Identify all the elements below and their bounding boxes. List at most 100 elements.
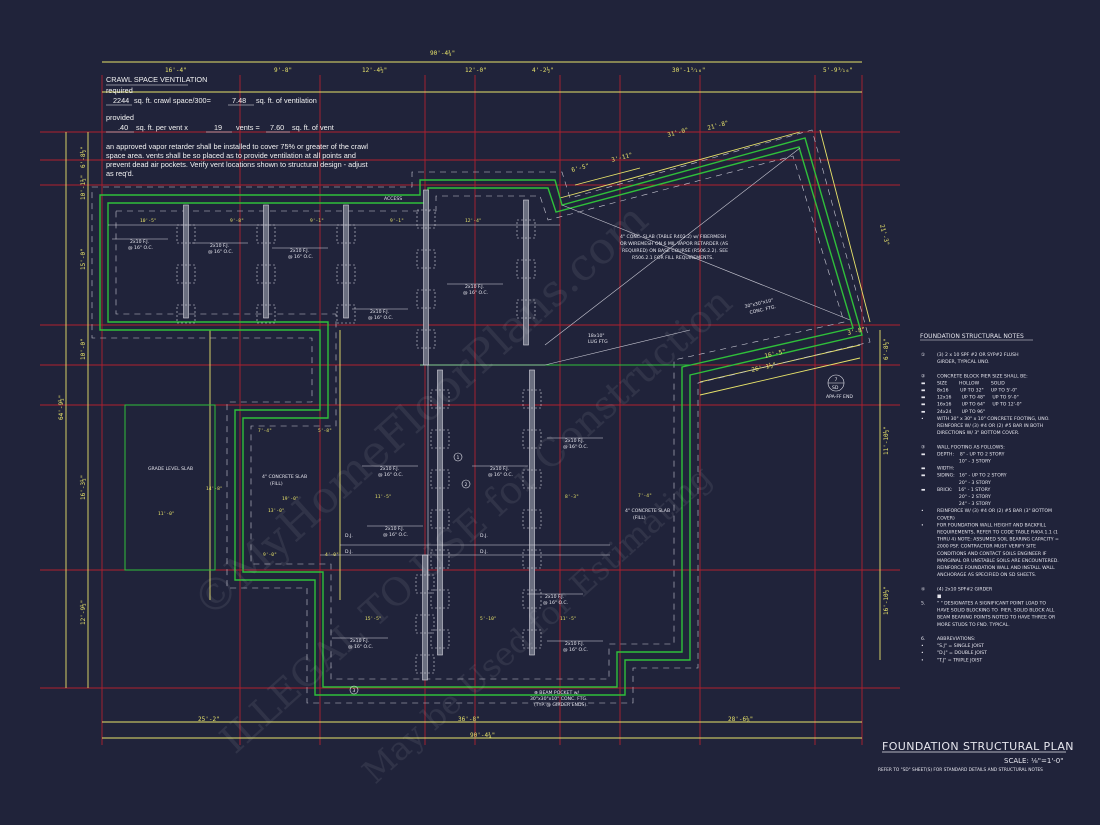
pier [516,259,536,279]
note-line: WITH 30" x 30" x 10" CONCRETE FOOTING, U… [937,416,1050,422]
pier [516,299,536,319]
dim-bottom: 28'-6⅝" [728,716,753,723]
note-line: HAVE SOLID BLOCKING TO PIER. SOLID BLOCK… [937,608,1055,614]
note-line: DEPTH: 8" - UP TO 2 STORY [937,451,1005,457]
joist-spacing: @ 16" O.C. [368,315,393,321]
notes-title: FOUNDATION STRUCTURAL NOTES [920,333,1024,340]
dim-interior: 19'-0" [282,496,299,502]
note-line: DIRECTIONS W/ 3" BOTTOM COVER. [937,430,1019,436]
vent-required-text: sq. ft. of ventilation [256,96,317,105]
joist-label: 2x10 F.J. [350,638,369,644]
dim-angled: 3'-11" [611,152,634,164]
section-sheet: SD [832,385,839,391]
lug-ftg-label: 18x10" [588,333,605,339]
note-line: ■ [937,594,941,599]
plan-labels: ACCESS GRADE LEVEL SLAB 4" CONCRETE SLAB… [148,196,853,708]
vent-count: 19 [214,123,222,132]
note-marker: ▬ [921,452,925,457]
dim-interior: 8'-3" [565,494,579,500]
note-line: MARGINAL OR UNSTABLE SOILS ARE ENCOUNTER… [937,558,1059,564]
dim-top-overall: 90'-4¾" [430,50,455,57]
joist-spacing: @ 16" O.C. [288,254,313,260]
note-line: FOR FOUNDATION WALL HEIGHT AND BACKFILL [937,522,1046,528]
note-marker: 5. [921,601,925,607]
joist-spacing: @ 16" O.C. [378,472,403,478]
dim-top: 9'-8" [274,67,292,74]
pier [256,304,276,324]
note-marker: ① [921,352,925,358]
note-line: COVER) [937,515,955,521]
joist-spacing: @ 16" O.C. [208,249,233,255]
note-line: SIZE HOLLOW SOLID [937,380,1005,386]
dim-interior: 15'-5" [365,616,382,622]
vent-title: CRAWL SPACE VENTILATION [106,75,207,84]
slab-label: 4" CONCRETE SLAB [262,474,307,480]
note-marker: ④ [921,586,925,592]
per-vent: .40 [118,123,128,132]
note-line: REINFORCE W/ (3) #4 OR (2) #5 BAR (3" BO… [937,508,1052,514]
pier [416,209,436,229]
girder [423,189,429,366]
slab-note: R506.2.1 FOR FILL REQUIREMENTS. [632,255,714,261]
callout-1: 1 [457,455,460,461]
note-line: (4) 2x10 SPF#2 GIRDER [937,586,993,592]
joist-spacing: @ 16" O.C. [128,245,153,251]
crawl-area: 2244 [113,96,129,105]
joist-label: 2x10 F.J. [565,641,584,647]
crawl-text: sq. ft. crawl space/300= [134,96,211,105]
dim-left: 12'-9½" [80,600,87,625]
pier [416,329,436,349]
vent-total-text: sq. ft. of vent [292,123,334,132]
dim-right: 21'-3" [878,224,890,247]
note-marker: ▬ [921,381,925,386]
dim-interior: 14'-8" [206,486,223,492]
note-marker: • [921,509,924,514]
dimension-lines [65,61,881,739]
dim-top: 4'-2½" [532,67,554,74]
note-marker: ▬ [921,410,925,415]
pier [522,549,542,569]
dim-top: 12'-0" [465,67,487,74]
dj-label: D.J. [345,549,353,555]
dim-bottom-overall: 90'-4¾" [470,732,495,739]
ftg-label: CONC. FTG. [749,304,776,316]
dj-label: D.J. [480,533,488,539]
foundation-notes: FOUNDATION STRUCTURAL NOTES ① (3) 2 x 10 … [920,333,1059,663]
beam-pocket-note: ⊕ BEAM POCKET w/ [534,690,579,696]
dim-left: 10'-0" [80,338,87,360]
dim-interior: 12'-4" [465,218,482,224]
dim-left: 6'-8½" [80,146,87,168]
slab-label: (FILL) [270,481,283,487]
dim-bottom: 36'-8" [458,716,480,723]
grade-slab-label: GRADE LEVEL SLAB [148,466,193,472]
pier [415,614,435,634]
girder [183,204,189,319]
dim-top: 16'-4" [165,67,187,74]
foundation-walls [91,129,871,704]
joist-label: 2x10 F.J. [290,248,309,254]
callout-2: 2 [465,482,468,488]
note-line: 16x16 UP TO 64" UP TO 12'-0" [937,402,1022,408]
note-line: 24" - 3 STORY [937,501,991,507]
pier [522,469,542,489]
pier [430,629,450,649]
dim-bottom: 25'-2" [198,716,220,723]
pier [522,589,542,609]
note-line: THRU 4) NOTE: ASSUMED SOIL BEARING CAPAC… [936,537,1059,543]
slab-note: REQUIRED) ON BASE COURSE (R506.2.2). SEE [622,248,728,254]
dim-left: 16'-3½" [80,475,87,500]
pier [522,629,542,649]
dim-interior: 9'-0" [263,552,277,558]
note-line: "T.J" = TRIPLE JOIST [937,657,982,663]
slab-note: OR WIREMESH ON 6 MIL VAPOR RETARDER (AS [620,241,728,247]
callout-3: 3 [353,688,356,694]
note-line: BRICK: 16" - 1 STORY [937,487,990,493]
vent-required-label: required [106,86,133,95]
note-marker: • [921,417,924,422]
note-marker: ② [921,373,925,379]
dim-interior: 4'-0" [325,552,339,558]
note-line: (3) 2 x 10 SPF #2 OR SYP#2 FLUSH [937,352,1019,358]
dim-angled: 6'-5" [571,162,590,173]
section-note: APA-FF END [826,394,853,400]
joist-spacing: @ 16" O.C. [463,290,488,296]
